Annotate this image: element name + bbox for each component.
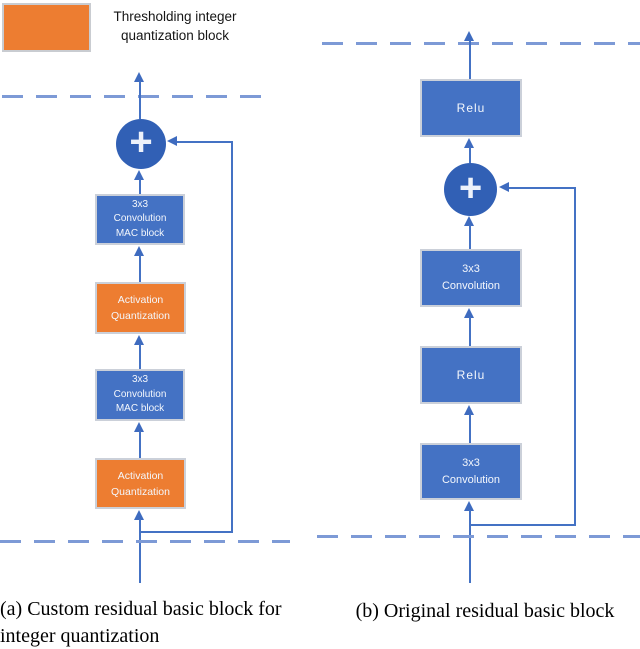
arrowhead-output-a xyxy=(134,72,144,82)
arrowhead-a1 xyxy=(134,170,144,180)
caption-a: (a) Custom residual basic block for inte… xyxy=(0,598,282,647)
skip-branch-bottom-b xyxy=(470,524,576,526)
block-relu-mid: Relu xyxy=(420,346,522,404)
legend-orange-swatch xyxy=(2,3,91,52)
arrow-line-b1 xyxy=(469,147,471,163)
arrow-line-b3 xyxy=(469,317,471,346)
arrowhead-b4 xyxy=(464,405,474,415)
arrow-line-a2 xyxy=(139,255,141,282)
dashed-boundary-bottom-a xyxy=(0,540,290,543)
skip-line-top-a xyxy=(177,141,233,143)
adder-circle-a: + xyxy=(116,119,166,169)
arrowhead-a3 xyxy=(134,335,144,345)
block-act-quant-top: Activation Quantization xyxy=(95,282,186,334)
arrow-line-output-b xyxy=(469,40,471,79)
arrowhead-skip-b xyxy=(499,182,509,192)
arrowhead-input-b xyxy=(464,501,474,511)
arrowhead-a2 xyxy=(134,246,144,256)
skip-line-vertical-b xyxy=(574,187,576,526)
arrow-line-b4 xyxy=(469,414,471,443)
plus-icon: + xyxy=(458,165,483,210)
skip-line-vertical-a xyxy=(231,141,233,533)
caption-b: (b) Original residual basic block xyxy=(355,600,615,622)
arrowhead-skip-a xyxy=(167,136,177,146)
skip-branch-bottom-a xyxy=(140,531,233,533)
arrow-line-input-b xyxy=(469,510,471,583)
arrowhead-b1 xyxy=(464,138,474,148)
dashed-boundary-bottom-b xyxy=(317,535,640,538)
block-relu-top: Relu xyxy=(420,79,522,137)
arrowhead-output-b xyxy=(464,31,474,41)
arrow-line-a3 xyxy=(139,344,141,369)
arrowhead-b3 xyxy=(464,308,474,318)
arrowhead-a4 xyxy=(134,422,144,432)
dashed-boundary-top-b xyxy=(322,42,640,45)
block-conv-mac-top: 3x3 Convolution MAC block xyxy=(95,194,185,245)
skip-line-top-b xyxy=(509,187,576,189)
arrow-line-a1 xyxy=(139,179,141,194)
arrow-line-b2 xyxy=(469,225,471,249)
dashed-boundary-top-a xyxy=(2,95,273,98)
arrow-line-output-a xyxy=(139,81,141,119)
legend-label: Thresholding integer quantization block xyxy=(113,9,237,43)
block-conv-bottom: 3x3 Convolution xyxy=(420,443,522,500)
arrowhead-input-a xyxy=(134,510,144,520)
arrow-line-input-a xyxy=(139,519,141,583)
block-conv-top: 3x3 Convolution xyxy=(420,249,522,307)
arrow-line-a4 xyxy=(139,431,141,458)
plus-icon: + xyxy=(129,120,153,164)
block-conv-mac-bottom: 3x3 Convolution MAC block xyxy=(95,369,185,421)
arrowhead-b2 xyxy=(464,216,474,226)
block-act-quant-bottom: Activation Quantization xyxy=(95,458,186,509)
adder-circle-b: + xyxy=(444,163,497,216)
